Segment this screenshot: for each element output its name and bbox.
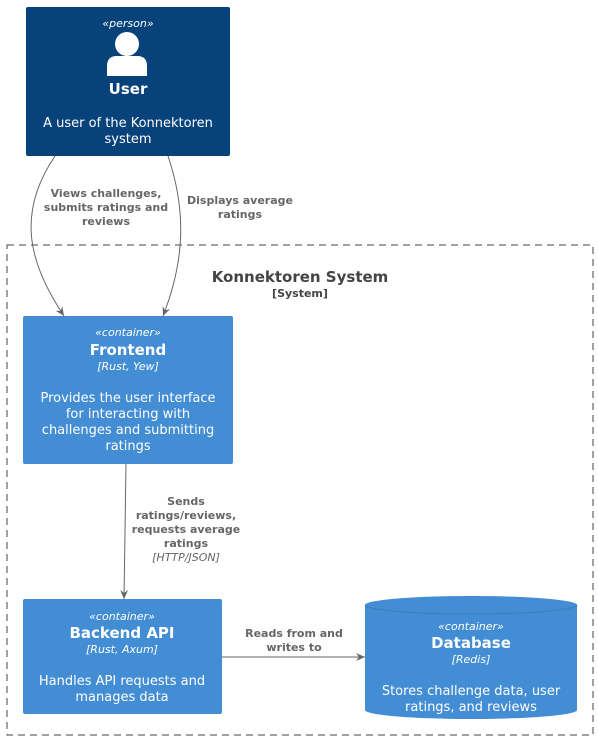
frontend-container-node[interactable]: «container» Frontend [Rust, Yew] Provide…	[23, 316, 233, 464]
user-person-node[interactable]: «person» User A user of the Konnektoren …	[26, 7, 230, 156]
svg-text:Reads from and: Reads from and	[245, 627, 343, 640]
svg-text:submits ratings and: submits ratings and	[44, 201, 168, 214]
frontend-description-line-2: for interacting with	[66, 407, 190, 422]
system-boundary: Konnektoren System [System]	[6, 244, 594, 736]
frontend-description-line-4: ratings	[105, 439, 151, 454]
svg-text:[HTTP/JSON]: [HTTP/JSON]	[152, 551, 220, 564]
user-to-frontend-label: Views challenges, submits ratings and re…	[44, 187, 168, 228]
svg-text:requests average: requests average	[132, 523, 240, 536]
svg-text:reviews: reviews	[82, 215, 130, 228]
database-technology: [Redis]	[452, 653, 491, 666]
user-title: User	[109, 80, 148, 98]
svg-text:Views challenges,: Views challenges,	[51, 187, 162, 200]
database-stereotype: «container»	[438, 620, 504, 633]
user-description-line-1: A user of the Konnektoren	[43, 116, 213, 131]
frontend-stereotype: «container»	[95, 326, 161, 339]
database-title: Database	[431, 634, 511, 652]
boundary-type: [System]	[272, 287, 328, 300]
frontend-to-backend-label: Sends ratings/reviews, requests average …	[132, 495, 240, 564]
backend-title: Backend API	[69, 624, 174, 642]
backend-to-database-label: Reads from and writes to	[245, 627, 343, 654]
svg-text:ratings: ratings	[164, 537, 209, 550]
frontend-to-user-label: Displays average ratings	[187, 194, 293, 221]
user-to-frontend-arrow	[30, 155, 65, 317]
svg-text:writes to: writes to	[266, 641, 322, 654]
boundary-title: Konnektoren System	[212, 268, 389, 286]
frontend-description-line-3: challenges and submitting	[42, 423, 214, 438]
frontend-to-backend-arrow	[120, 463, 129, 600]
backend-description-line-1: Handles API requests and	[39, 674, 205, 689]
frontend-technology: [Rust, Yew]	[97, 360, 159, 373]
svg-text:Displays average: Displays average	[187, 194, 293, 207]
svg-text:ratings: ratings	[218, 208, 263, 221]
frontend-title: Frontend	[90, 341, 166, 359]
user-stereotype: «person»	[102, 17, 153, 30]
database-description-line-2: ratings, and reviews	[405, 700, 537, 715]
backend-technology: [Rust, Axum]	[86, 643, 158, 656]
svg-text:Sends: Sends	[167, 495, 205, 508]
frontend-description-line-1: Provides the user interface	[40, 391, 215, 406]
svg-text:ratings/reviews,: ratings/reviews,	[136, 509, 236, 522]
backend-description-line-2: manages data	[75, 690, 168, 705]
frontend-to-user-arrow	[162, 155, 182, 317]
database-container-node[interactable]: «container» Database [Redis] Stores chal…	[364, 596, 578, 719]
backend-container-node[interactable]: «container» Backend API [Rust, Axum] Han…	[23, 599, 222, 714]
user-description-line-2: system	[105, 132, 152, 147]
person-icon	[107, 32, 147, 76]
backend-stereotype: «container»	[89, 610, 155, 623]
database-description-line-1: Stores challenge data, user	[382, 684, 561, 699]
